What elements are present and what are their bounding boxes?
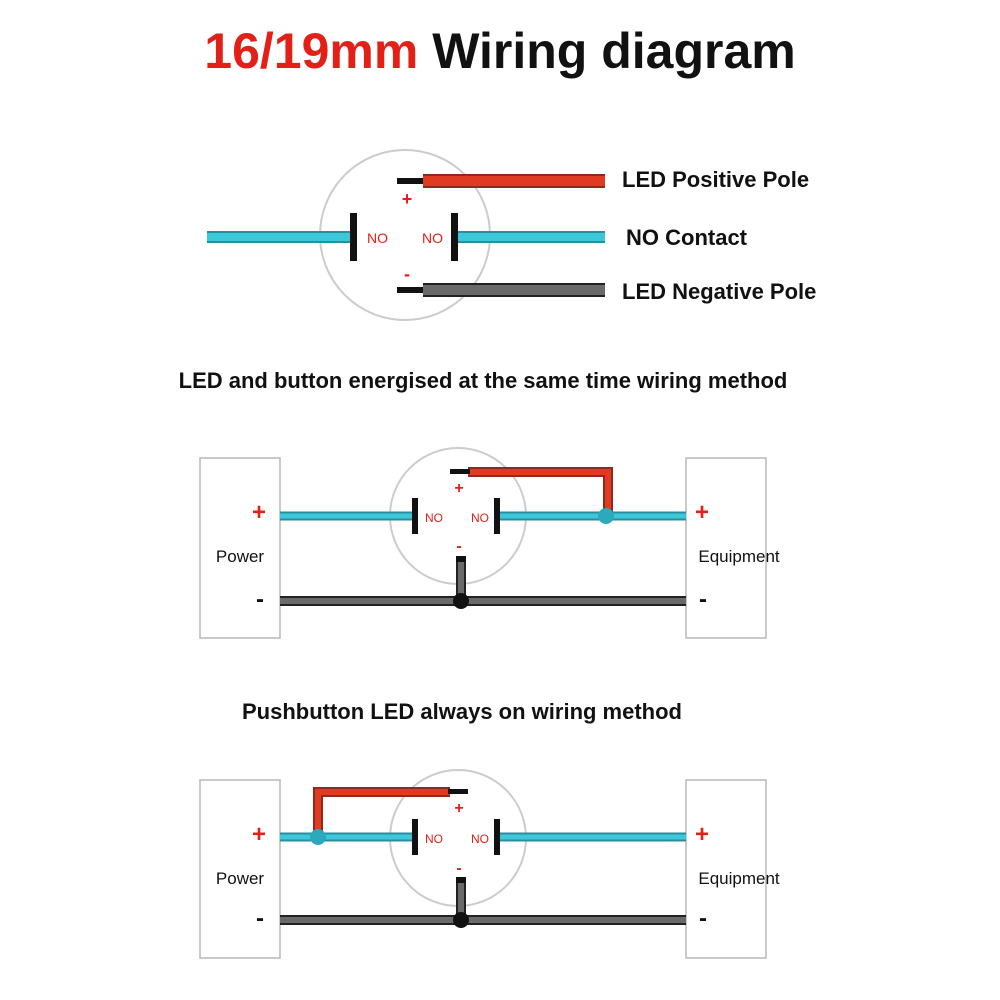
minus-sign: - [404, 264, 410, 284]
no-pin-left [412, 819, 418, 855]
negative-junction [453, 593, 469, 609]
equipment-minus-sign: - [699, 586, 707, 613]
title-size: 16/19mm [204, 23, 419, 79]
positive-junction [598, 508, 614, 524]
negative-junction [453, 912, 469, 928]
positive-pin [450, 469, 470, 474]
led-plus-sign: + [454, 800, 463, 817]
no-label-right: NO [422, 230, 443, 246]
power-minus-sign: - [256, 905, 264, 932]
power-minus-sign: - [256, 586, 264, 613]
led-minus-sign: - [456, 538, 461, 555]
positive-pin [448, 789, 468, 794]
no-label-right: NO [471, 832, 489, 846]
no-label-left: NO [425, 511, 443, 525]
page-title: 16/19mm Wiring diagram [0, 22, 1000, 80]
plus-sign: + [402, 189, 413, 209]
no-label-left: NO [367, 230, 388, 246]
no-pin-left [412, 498, 418, 534]
positive-wire [315, 789, 450, 835]
power-box [199, 457, 281, 639]
method1-diagram: + - NO NO + - + - Power Equipment [199, 447, 780, 639]
no-label-left: NO [425, 832, 443, 846]
power-box [199, 779, 281, 959]
led-minus-sign: - [456, 860, 461, 877]
method1-caption: LED and button energised at the same tim… [179, 368, 788, 393]
led-positive-label: LED Positive Pole [622, 167, 809, 192]
no-pin-right [494, 498, 500, 534]
no-pin-right [494, 819, 500, 855]
positive-junction [310, 829, 326, 845]
led-plus-sign: + [454, 480, 463, 497]
equipment-plus-sign: + [695, 821, 709, 848]
positive-pin [397, 178, 423, 184]
positive-wire [468, 469, 611, 514]
equipment-box [685, 779, 767, 959]
negative-pin [397, 287, 423, 293]
equipment-label: Equipment [698, 869, 780, 888]
method2-caption: Pushbutton LED always on wiring method [242, 699, 682, 724]
no-contact-label: NO Contact [626, 225, 748, 250]
pinout-diagram: + - NO NO LED Positive Pole NO Contact L… [207, 149, 816, 321]
power-label: Power [216, 869, 265, 888]
equipment-label: Equipment [698, 547, 780, 566]
power-plus-sign: + [252, 821, 266, 848]
equipment-minus-sign: - [699, 905, 707, 932]
title-text: Wiring diagram [432, 23, 796, 79]
no-label-right: NO [471, 511, 489, 525]
method2-diagram: + - NO NO + - + - Power Equipment [199, 769, 780, 959]
equipment-box [685, 457, 767, 639]
equipment-plus-sign: + [695, 499, 709, 526]
power-plus-sign: + [252, 499, 266, 526]
no-pin-left [350, 213, 357, 261]
no-pin-right [451, 213, 458, 261]
led-negative-label: LED Negative Pole [622, 279, 816, 304]
negative-pin [456, 556, 466, 562]
negative-pin [456, 877, 466, 883]
power-label: Power [216, 547, 265, 566]
